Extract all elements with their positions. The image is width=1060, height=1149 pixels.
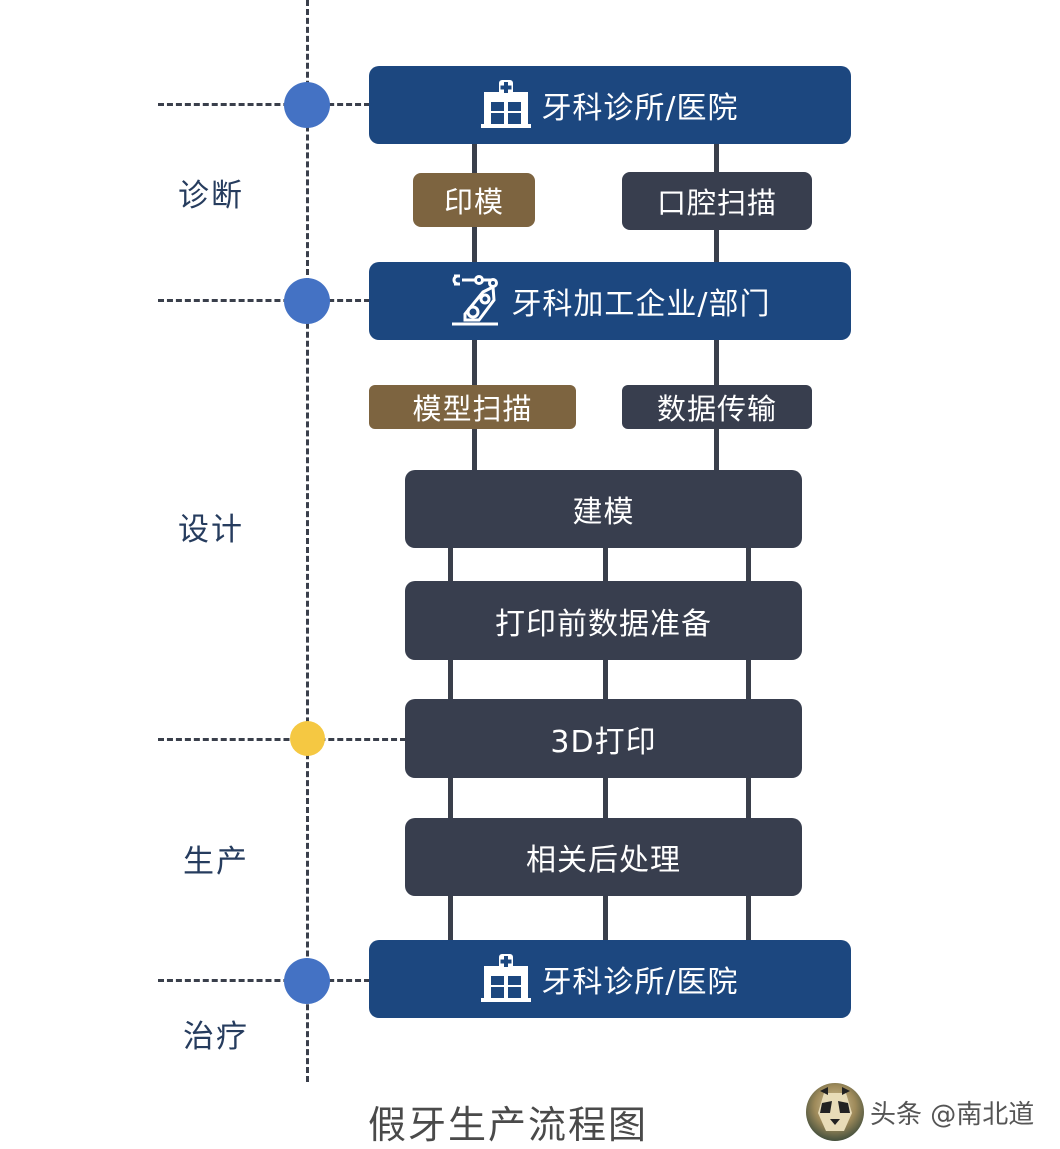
node-print-prep: 打印前数据准备 [405,581,802,660]
node-impression: 印模 [413,173,535,227]
timeline-axis [306,0,309,1082]
node-3d-print: 3D打印 [405,699,802,778]
stage-label-treatment: 治疗 [183,1019,249,1055]
timeline-node-diagnosis [284,82,330,128]
node-label: 牙科加工企业/部门 [511,287,771,322]
timeline-node-lab [284,278,330,324]
node-label: 牙科诊所/医院 [541,965,739,1000]
node-post-processing: 相关后处理 [405,818,802,896]
node-modeling: 建模 [405,470,802,548]
node-label: 建模 [572,495,635,530]
node-label: 口腔扫描 [656,186,777,220]
robot-arm-icon [449,270,501,332]
node-label: 牙科诊所/医院 [541,91,739,126]
node-label: 数据传输 [656,392,777,426]
node-label: 3D打印 [550,724,657,760]
node-clinic-top: 牙科诊所/医院 [369,66,851,144]
node-oral-scan: 口腔扫描 [622,172,812,230]
timeline-connector-4 [158,979,370,982]
timeline-node-treatment [284,958,330,1004]
timeline-node-production [290,721,325,756]
node-label: 模型扫描 [412,392,533,426]
hospital-icon [481,78,532,132]
node-label: 印模 [443,185,504,219]
node-clinic-bottom: 牙科诊所/医院 [369,940,851,1018]
stage-label-diagnosis: 诊断 [178,178,244,214]
node-dental-lab: 牙科加工企业/部门 [369,262,851,340]
watermark-text: 头条 @南北道 [870,1099,1035,1130]
avatar [806,1083,864,1141]
node-label: 相关后处理 [526,843,681,878]
timeline-connector-1 [158,103,370,106]
stage-label-design: 设计 [178,512,244,548]
node-label: 打印前数据准备 [495,606,712,642]
hospital-icon [481,952,532,1006]
diagram-caption: 假牙生产流程图 [368,1103,649,1147]
node-model-scan: 模型扫描 [369,385,576,429]
stage-label-production: 生产 [183,844,249,880]
timeline-connector-2 [158,299,370,302]
timeline-connector-3 [158,738,406,741]
node-data-transfer: 数据传输 [622,385,812,429]
watermark: 头条 @南北道 [806,1083,1034,1141]
